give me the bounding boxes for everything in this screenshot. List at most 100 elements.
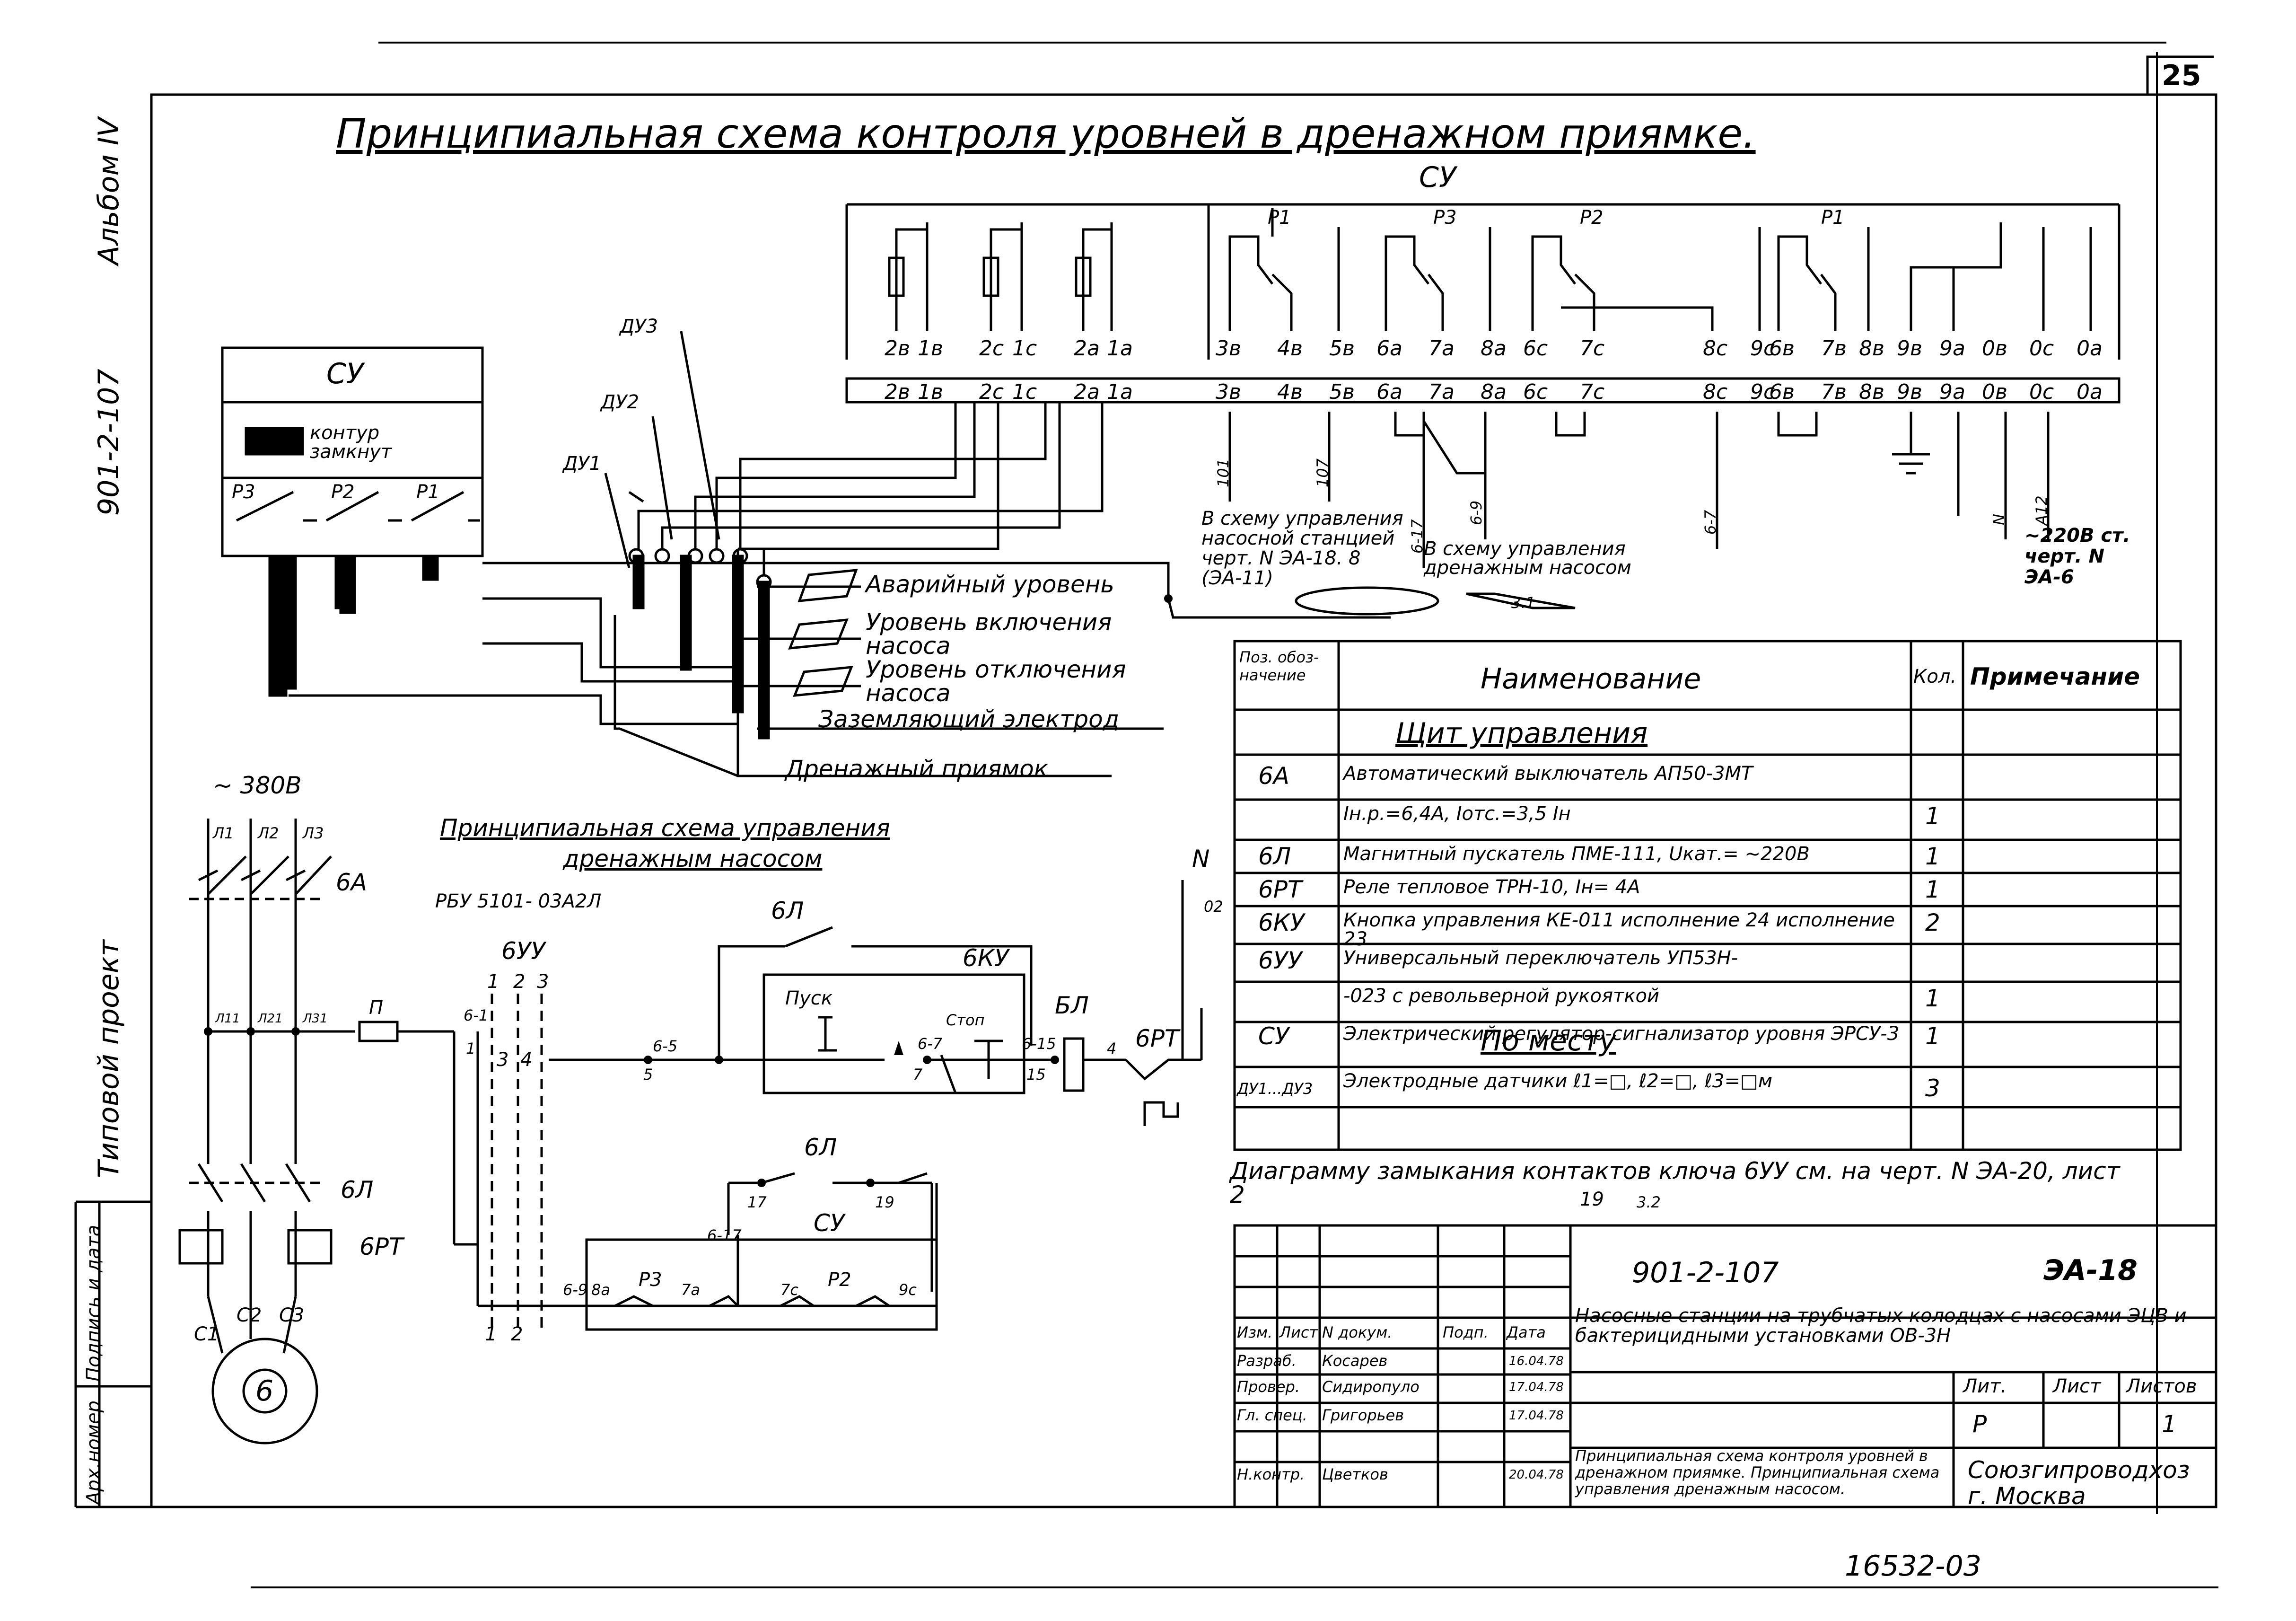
node-label: 6-1 bbox=[464, 1006, 489, 1024]
node-label: 7 bbox=[913, 1066, 923, 1084]
internal-terminal: 2а bbox=[1074, 336, 1100, 361]
node-label: 6-5 bbox=[653, 1037, 678, 1055]
strip-terminal: 8в bbox=[1859, 380, 1884, 404]
internal-terminal: 8в bbox=[1859, 336, 1884, 361]
section-panel: Щит управления bbox=[1395, 717, 1648, 750]
wire-101: 101 bbox=[1214, 458, 1232, 487]
sensor-du3: ДУ3 bbox=[620, 316, 658, 337]
spec-row-name: Реле тепловое ТРН-10, Iн= 4А bbox=[1343, 876, 1640, 898]
spec-row-name: Iн.р.=6,4А, Iотс.=3,5 Iн bbox=[1343, 803, 1571, 825]
tb-role: Разраб. bbox=[1237, 1352, 1297, 1370]
strip-terminal: 2в bbox=[885, 380, 910, 404]
rt-label: 6РТ bbox=[1135, 1025, 1179, 1052]
su-relay-p1: Р1 bbox=[416, 481, 440, 503]
note-supply-220: ~220В ст. черт. N ЭА-6 bbox=[2024, 525, 2130, 588]
viu-bottom-2: 2 bbox=[511, 1323, 523, 1345]
node-label: 8а bbox=[591, 1281, 610, 1299]
lower-p3: Р3 bbox=[639, 1269, 662, 1291]
sensor-du2: ДУ2 bbox=[601, 391, 640, 413]
spec-row-qty: 1 bbox=[1925, 843, 1940, 870]
spec-row-pos: 6А bbox=[1258, 762, 1290, 790]
sensor-du1: ДУ1 bbox=[563, 453, 602, 475]
tb-role: Провер. bbox=[1237, 1378, 1300, 1396]
tb-code: 901-2-107 bbox=[1632, 1256, 1779, 1289]
tb-date: 17.04.78 bbox=[1509, 1380, 1564, 1394]
internal-terminal: 6с bbox=[1523, 336, 1548, 361]
internal-terminal: 7с bbox=[1580, 336, 1605, 361]
stamp-arch-number: Арх.номер bbox=[83, 1401, 105, 1505]
tb-description: Принципиальная схема контроля уровней в … bbox=[1575, 1447, 1940, 1498]
tb-head-cell: Дата bbox=[1507, 1323, 1546, 1341]
spec-row-name: Автоматический выключатель АП50-3МТ bbox=[1343, 763, 1753, 784]
internal-terminal: 9а bbox=[1939, 336, 1965, 361]
fuse-p: П bbox=[369, 997, 384, 1019]
internal-terminal: 3в bbox=[1216, 336, 1241, 361]
node-label: 17 bbox=[747, 1193, 767, 1211]
strip-terminal: 7а bbox=[1428, 380, 1455, 404]
last-row-pos: ДУ1...ДУ3 bbox=[1237, 1080, 1313, 1098]
strip-terminal: 9в bbox=[1897, 380, 1922, 404]
internal-terminal: 6в bbox=[1769, 336, 1795, 361]
tb-sheet-header: Лист bbox=[2053, 1375, 2101, 1397]
internal-terminal: 0а bbox=[2077, 336, 2103, 361]
strip-terminal: 6с bbox=[1523, 380, 1548, 404]
spec-row-qty: 1 bbox=[1925, 802, 1940, 830]
note-pump-station: В схему управления насосной станцией чер… bbox=[1201, 508, 1403, 589]
node-label: 15 bbox=[1026, 1066, 1046, 1084]
internal-terminal: 7в bbox=[1821, 336, 1847, 361]
wire-6-7: 6-7 bbox=[1701, 510, 1719, 535]
album-label: Альбом IV bbox=[92, 117, 125, 265]
th-name: Наименование bbox=[1481, 662, 1701, 696]
motor-c1: С1 bbox=[194, 1323, 219, 1345]
viu-contact-3: 3 bbox=[497, 1049, 509, 1071]
level-drainage-pit: Дренажный приямок bbox=[785, 755, 1049, 783]
wire-n: N bbox=[1990, 514, 2008, 525]
start-button-label: Пуск bbox=[785, 987, 833, 1009]
relay-p2: Р2 bbox=[1580, 207, 1604, 229]
strip-terminal: 7в bbox=[1821, 380, 1847, 404]
wire-l21: Л21 bbox=[258, 1012, 283, 1026]
tb-org: Союзгипроводхоз г. Москва bbox=[1968, 1456, 2190, 1510]
internal-terminal: 8а bbox=[1481, 336, 1507, 361]
contactor-6l: 6Л bbox=[341, 1176, 374, 1204]
phase-l2: Л2 bbox=[258, 824, 279, 842]
strip-terminal: 9а bbox=[1939, 380, 1965, 404]
spec-row-qty: 1 bbox=[1925, 876, 1940, 903]
strip-terminal: 2а bbox=[1074, 380, 1100, 404]
note-pump-station-ref: 3.1 bbox=[1511, 594, 1535, 612]
tb-lit-value: Р bbox=[1972, 1410, 1987, 1438]
spec-row-pos: 6Л bbox=[1258, 843, 1291, 870]
tb-sheets-value: 1 bbox=[2162, 1410, 2177, 1438]
tb-head-cell: N докум. bbox=[1322, 1323, 1393, 1341]
wire-6-9: 6-9 bbox=[1467, 500, 1485, 525]
spec-row-name: Кнопка управления КЕ-011 исполнение 24 и… bbox=[1343, 909, 1895, 950]
control-title-2: дренажным насосом bbox=[563, 845, 823, 872]
su-relay-p3: Р3 bbox=[232, 481, 255, 503]
thermal-6rt: 6РТ bbox=[359, 1233, 403, 1260]
control-title-1: Принципиальная схема управления bbox=[440, 814, 890, 842]
internal-terminal: 0в bbox=[1982, 336, 2007, 361]
lower-p2: Р2 bbox=[828, 1269, 851, 1291]
node-label: 6-9 bbox=[563, 1281, 588, 1299]
motor-c2: С2 bbox=[237, 1304, 262, 1326]
strip-terminal: 2с bbox=[979, 380, 1004, 404]
node-label: 6-7 bbox=[918, 1035, 943, 1053]
diagram-note: Диаграмму замыкания контактов ключа 6УУ … bbox=[1230, 1157, 2120, 1208]
strip-terminal: 0а bbox=[2077, 380, 2103, 404]
spec-row-pos: СУ bbox=[1258, 1022, 1289, 1050]
th-qty: Кол. bbox=[1913, 666, 1957, 687]
spec-row-name: Электрический регулятор-сигнализатор уро… bbox=[1343, 1023, 1900, 1045]
viu-contact-4: 4 bbox=[520, 1049, 533, 1071]
footer-code: 16532-03 bbox=[1845, 1550, 1981, 1583]
tb-person: Цветков bbox=[1322, 1465, 1388, 1483]
relay-p1-right: Р1 bbox=[1821, 207, 1845, 229]
internal-terminal: 9с bbox=[1750, 336, 1775, 361]
diagram-note-ref: 19 bbox=[1580, 1189, 1604, 1210]
strip-terminal: 7с bbox=[1580, 380, 1605, 404]
node-label: 5 bbox=[643, 1066, 653, 1084]
viu-pos-2: 2 bbox=[513, 971, 526, 993]
tb-role: Н.контр. bbox=[1237, 1465, 1305, 1483]
strip-terminal: 8а bbox=[1481, 380, 1507, 404]
strip-terminal: 1а bbox=[1107, 380, 1133, 404]
tb-date: 16.04.78 bbox=[1509, 1354, 1564, 1368]
